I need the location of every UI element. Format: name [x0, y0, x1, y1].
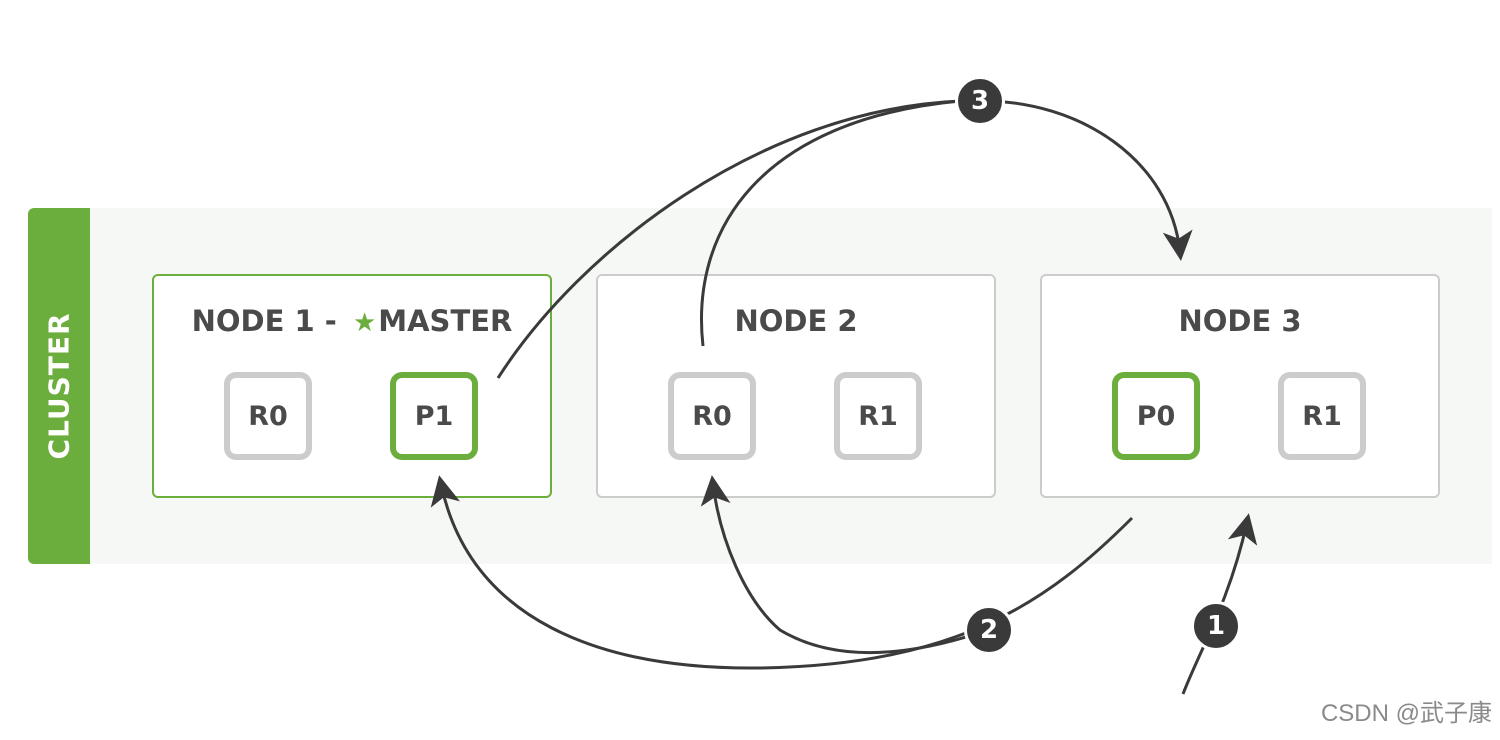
forward-to-node-2-arrow [700, 475, 989, 654]
star-icon: ★ [352, 308, 377, 338]
response-from-node-1-arrow [496, 99, 961, 379]
step-1-badge: 1 [1191, 601, 1241, 651]
shard-primary-p0: P0 [1112, 372, 1200, 460]
node-1-title-text: NODE 1 - [191, 304, 347, 338]
response-to-node-3-arrow [979, 99, 1193, 261]
step-2-badge: 2 [964, 605, 1014, 655]
forward-to-node-1-arrow [430, 475, 1134, 670]
node-3-box: NODE 3 P0 R1 [1040, 274, 1440, 498]
cluster-tab [28, 208, 90, 564]
step-3-badge: 3 [955, 76, 1005, 126]
node-2-title: NODE 2 [734, 304, 858, 338]
node-1-title: NODE 1 - ★MASTER [154, 304, 550, 338]
master-label: MASTER [378, 304, 513, 338]
shard-primary-p1: P1 [390, 372, 478, 460]
watermark: CSDN @武子康 [1320, 700, 1492, 727]
node-3-title: NODE 3 [1178, 304, 1302, 338]
shard-replica-r1: R1 [834, 372, 922, 460]
response-from-node-2-arrow [700, 99, 961, 347]
node-1-box: NODE 1 - ★MASTER R0 P1 [152, 274, 552, 498]
shard-replica-r1: R1 [1278, 372, 1366, 460]
shard-replica-r0: R0 [668, 372, 756, 460]
shard-replica-r0: R0 [224, 372, 312, 460]
node-2-box: NODE 2 R0 R1 [596, 274, 996, 498]
